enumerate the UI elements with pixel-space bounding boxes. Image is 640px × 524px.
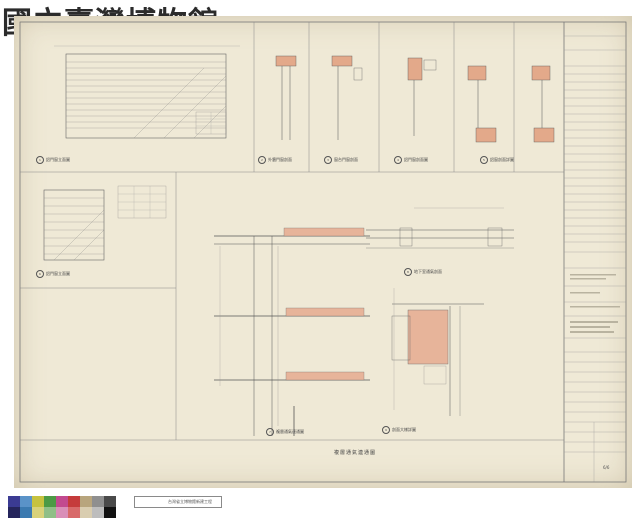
swatch-column xyxy=(8,496,20,518)
elevation-large xyxy=(54,45,240,139)
color-swatch xyxy=(56,507,68,518)
swatch-column xyxy=(44,496,56,518)
archive-caption: 台灣省立博物館新建工程 xyxy=(168,499,212,504)
title-block xyxy=(563,22,626,482)
color-swatch xyxy=(80,507,92,518)
color-swatch xyxy=(32,496,44,507)
color-swatch xyxy=(104,507,116,518)
swatch-column xyxy=(56,496,68,518)
color-swatch xyxy=(92,507,104,518)
color-swatch xyxy=(68,507,80,518)
caption-frame xyxy=(134,496,222,508)
drawing-main-title: 複層通氣連通圖 xyxy=(334,450,377,456)
color-swatch xyxy=(8,507,20,518)
color-swatch xyxy=(44,507,56,518)
wall-section-large xyxy=(214,227,370,436)
swatch-column xyxy=(80,496,92,518)
color-swatch xyxy=(80,496,92,507)
swatch-column xyxy=(104,496,116,518)
swatch-column xyxy=(32,496,44,518)
color-swatch xyxy=(104,496,116,507)
drawing-linework xyxy=(19,21,627,483)
color-swatch xyxy=(20,507,32,518)
roof-section-detail xyxy=(366,207,514,249)
elevation-small xyxy=(43,185,167,261)
color-swatch xyxy=(92,496,104,507)
swatch-column xyxy=(68,496,80,518)
swatch-column xyxy=(20,496,32,518)
swatch-column xyxy=(92,496,104,518)
color-swatch xyxy=(68,496,80,507)
color-swatch xyxy=(8,496,20,507)
color-swatch xyxy=(56,496,68,507)
color-swatch xyxy=(44,496,56,507)
color-swatch xyxy=(20,496,32,507)
jamb-detail xyxy=(391,288,484,416)
detail-sections-row xyxy=(275,55,555,143)
color-swatch xyxy=(32,507,44,518)
sheet-number: 6/6 xyxy=(603,465,610,470)
color-calibration-bar xyxy=(8,496,116,518)
